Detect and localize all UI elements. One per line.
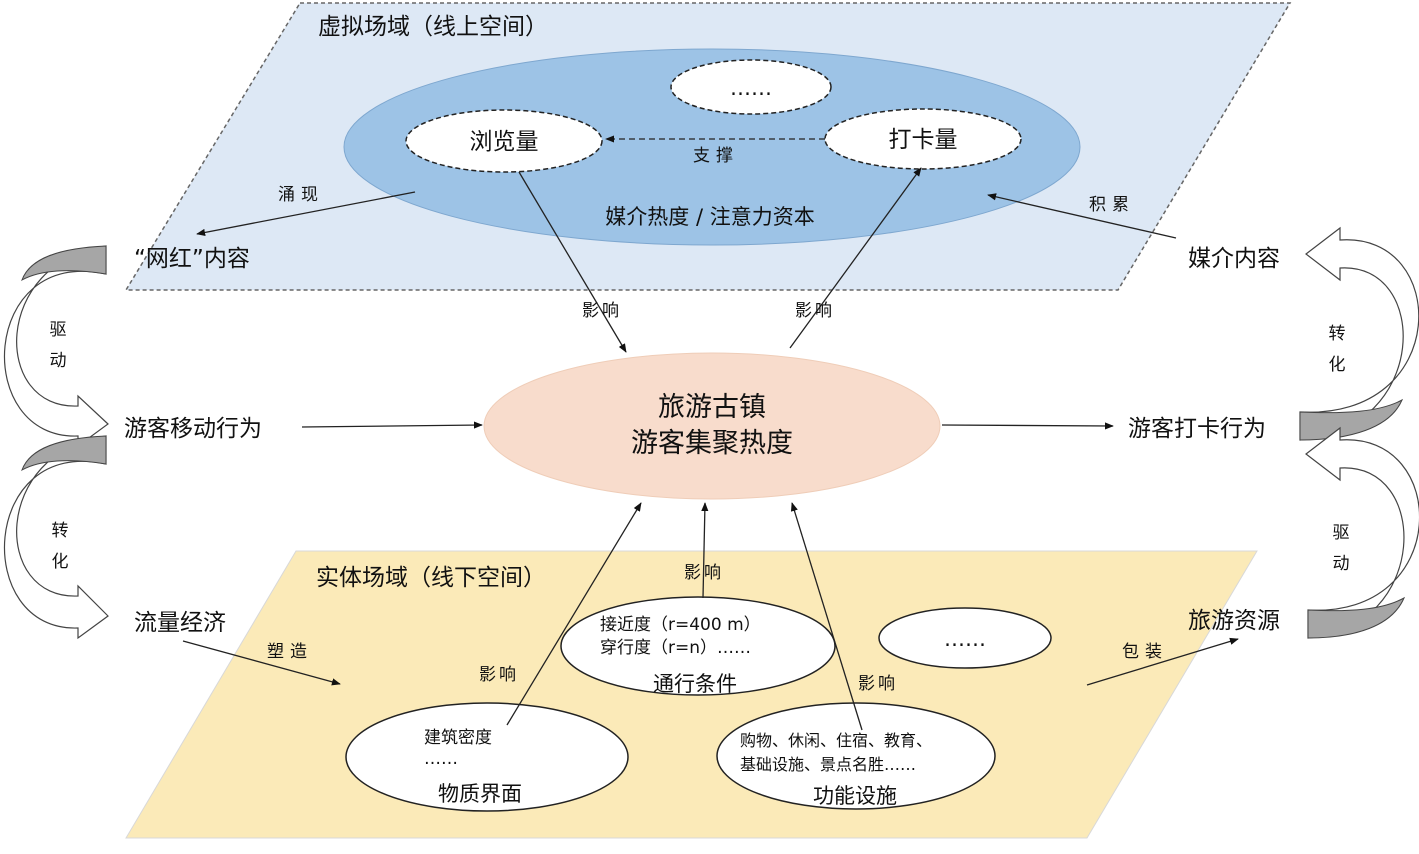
- drive-left-1: 驱: [50, 320, 67, 340]
- emerge-label: 涌现: [278, 185, 324, 205]
- left-lower-curve-arrow: [3, 435, 109, 640]
- checkins-label: 打卡量: [889, 127, 958, 153]
- physical-to-center-arrow: [506, 502, 642, 726]
- influence-label-1: 影响: [582, 301, 622, 321]
- center-line1: 旅游古镇: [658, 392, 766, 423]
- shape-arrow: [182, 640, 341, 686]
- influence-label-2: 影响: [795, 301, 835, 321]
- right-lower-curve-shade: [1307, 596, 1406, 639]
- convert-left-1: 转: [52, 521, 69, 541]
- influence-label-3: 影响: [479, 665, 519, 685]
- views-label: 浏览量: [470, 129, 539, 155]
- checkins-node: [824, 108, 1022, 170]
- center-line2: 游客集聚热度: [631, 428, 793, 459]
- convert-left-2: 化: [52, 552, 69, 572]
- influence-label-4: 影响: [684, 563, 724, 583]
- emerge-arrow: [196, 191, 416, 237]
- media-heat-label: 媒介热度 / 注意力资本: [605, 205, 814, 229]
- physical-label: 物质界面: [438, 782, 522, 806]
- convert-right-2: 化: [1329, 355, 1346, 375]
- support-label: 支撑: [693, 146, 739, 166]
- tourist-movement: 游客移动行为: [124, 416, 262, 442]
- movement-to-center-arrow: [301, 421, 483, 429]
- package-arrow: [1086, 637, 1239, 686]
- ellipsis-node-virtual: [670, 59, 832, 115]
- ellipsis-node-physical: [878, 607, 1052, 669]
- accumulate-label: 积累: [1089, 195, 1135, 215]
- center-node: [483, 352, 941, 500]
- physical-plane-title: 实体场域（线下空间）: [316, 565, 546, 591]
- function-line2: 基础设施、景点名胜……: [740, 755, 916, 774]
- center-to-checkins-arrow: [789, 167, 922, 349]
- right-lower-curve-arrow: [1305, 426, 1419, 639]
- shape-label: 塑造: [267, 642, 313, 662]
- ellipsis-text-physical: ……: [944, 627, 986, 651]
- ellipsis-text-virtual: ……: [730, 76, 772, 100]
- left-upper-curve-arrow: [3, 245, 109, 448]
- right-upper-curve-arrow: [1299, 226, 1419, 441]
- traffic-label: 通行条件: [653, 672, 737, 696]
- convert-right-1: 转: [1329, 324, 1346, 344]
- media-content: 媒介内容: [1188, 246, 1280, 272]
- media-heat-ellipse: [343, 48, 1081, 246]
- tourist-checkin: 游客打卡行为: [1128, 416, 1266, 442]
- views-node: [405, 109, 603, 173]
- drive-right-2: 动: [1333, 554, 1350, 574]
- center-to-checkin-arrow: [941, 422, 1114, 430]
- influencer-content: “网红”内容: [134, 246, 250, 272]
- package-label: 包装: [1122, 642, 1168, 662]
- virtual-plane-title: 虚拟场域（线上空间）: [318, 14, 548, 40]
- tourism-resources: 旅游资源: [1188, 608, 1280, 634]
- physical-interface-node: [345, 702, 629, 812]
- function-label: 功能设施: [813, 784, 897, 808]
- accumulate-arrow: [987, 193, 1177, 239]
- traffic-to-center-arrow: [701, 502, 709, 599]
- drive-left-2: 动: [50, 351, 67, 371]
- drive-right-1: 驱: [1333, 523, 1350, 543]
- views-to-center-arrow: [518, 171, 627, 353]
- physical-line1: 建筑密度: [424, 728, 492, 748]
- traffic-node: [560, 596, 836, 696]
- function-node: [716, 702, 996, 810]
- traffic-line1: 接近度（r=400 m）: [600, 615, 761, 635]
- left-lower-curve-shade: [21, 435, 107, 472]
- traffic-economy: 流量经济: [134, 610, 226, 636]
- left-upper-curve-shade: [21, 245, 107, 282]
- traffic-line2: 穿行度（r=n）……: [600, 638, 751, 658]
- function-to-center-arrow: [790, 502, 863, 731]
- influence-label-5: 影响: [858, 674, 898, 694]
- function-line1: 购物、休闲、住宿、教育、: [740, 731, 932, 750]
- physical-line2: ……: [424, 749, 458, 769]
